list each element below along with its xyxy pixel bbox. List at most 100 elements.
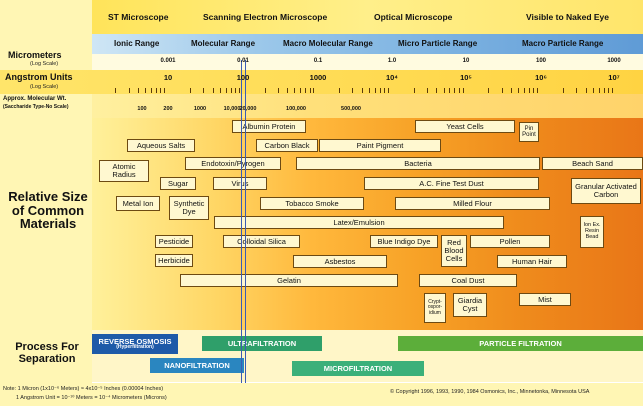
angstrom-minor-tick [225, 88, 227, 93]
angstrom-minor-tick [510, 88, 512, 93]
angstrom-minor-tick [294, 88, 296, 93]
beach-sand: Beach Sand [542, 157, 643, 170]
tobacco-smoke: Tobacco Smoke [260, 197, 364, 210]
angstrom-minor-tick [524, 88, 526, 93]
angstrom-minor-tick [309, 88, 311, 93]
angstrom-minor-tick [219, 88, 221, 93]
metal-ion: Metal Ion [116, 196, 160, 211]
nanofiltration-bar: NANOFILTRATION [150, 358, 244, 373]
angstrom-minor-tick [264, 88, 266, 93]
angstrom-minor-tick [128, 88, 130, 93]
angstrom-minor-tick [164, 88, 166, 93]
angstrom-minor-tick [190, 88, 192, 93]
asbestos: Asbestos [293, 255, 387, 268]
micrometer-tick: 1.0 [387, 58, 397, 64]
pollen: Pollen [470, 235, 550, 248]
angstrom-minor-tick [339, 88, 341, 93]
herbicide: Herbicide [155, 254, 193, 267]
range-band [92, 34, 643, 54]
aqueous-salts: Aqueous Salts [127, 139, 195, 152]
footer-note-2: 1 Angstrom Unit = 10⁻¹⁰ Meters = 10⁻⁴ Mi… [16, 395, 167, 401]
micrometer-tick: 0.01 [237, 58, 249, 64]
micrometers-scale: (Log Scale) [30, 61, 59, 67]
mist: Mist [519, 293, 571, 306]
angstrom-minor-tick [462, 88, 464, 93]
angstrom-minor-tick [603, 88, 605, 93]
ionic-range: Ionic Range [114, 39, 160, 48]
endotoxin-pyrogen: Endotoxin/Pyrogen [185, 157, 281, 170]
guide-line-2 [245, 60, 246, 386]
reverse-osmosis-label: REVERSE OSMOSIS [98, 336, 172, 346]
molwt-tick: 1000 [193, 106, 207, 112]
angstrom-minor-tick [387, 88, 389, 93]
angstrom-minor-tick [488, 88, 490, 93]
angstrom-minor-tick [413, 88, 415, 93]
angstrom-minor-tick [501, 88, 503, 93]
angstrom-minor-tick [458, 88, 460, 93]
angstrom-minor-tick [529, 88, 531, 93]
colloidal-silica: Colloidal Silica [223, 235, 300, 248]
angstrom-minor-tick [454, 88, 456, 93]
angstrom-tick: 10⁴ [385, 73, 399, 82]
angstrom-row [0, 70, 643, 94]
ion-ex-resin-bead: Ion Ex. Resin Bead [580, 216, 604, 248]
micrometers-label: Micrometers [8, 50, 62, 60]
angstrom-minor-tick [607, 88, 609, 93]
copyright: © Copyright 1996, 1993, 1990, 1984 Osmon… [390, 389, 590, 395]
angstrom-minor-tick [313, 88, 315, 93]
ac-fine-test-dust: A.C. Fine Test Dust [364, 177, 539, 190]
angstrom-minor-tick [115, 88, 117, 93]
angstrom-minor-tick [277, 88, 279, 93]
cryptosporidium: Crypt-ospor-idium [424, 293, 446, 323]
human-hair: Human Hair [497, 255, 567, 268]
angstrom-minor-tick [230, 88, 232, 93]
blue-indigo-dye: Blue Indigo Dye [370, 235, 438, 248]
molwt-tick: 100 [137, 106, 147, 112]
molwt-tick: 100,000 [286, 106, 306, 112]
molwt-label: Approx. Molecular Wt. [3, 96, 67, 102]
hyperfiltration-label: (Hyperfiltration) [116, 344, 154, 351]
angstrom-minor-tick [611, 88, 613, 93]
angstrom-minor-tick [137, 88, 139, 93]
angstrom-minor-tick [212, 88, 214, 93]
reverse-osmosis-bar: REVERSE OSMOSIS (Hyperfiltration) [92, 334, 178, 354]
red-blood-cells: Red Blood Cells [441, 235, 467, 267]
angstrom-minor-tick [384, 88, 386, 93]
angstrom-minor-tick [305, 88, 307, 93]
molwt-tick: 200 [163, 106, 173, 112]
left-column [0, 0, 92, 406]
stm-label: ST Microscope [108, 12, 169, 22]
angstrom-minor-tick [234, 88, 236, 93]
molwt-tick: 500,000 [341, 106, 361, 112]
molecular-range: Molecular Range [191, 39, 256, 48]
angstrom-minor-tick [352, 88, 354, 93]
guide-line-1 [241, 60, 242, 386]
process-label: Process For Separation [15, 341, 79, 366]
angstrom-minor-tick [145, 88, 147, 93]
microfiltration-bar: MICROFILTRATION [292, 361, 424, 376]
angstrom-minor-tick [374, 88, 376, 93]
optical-label: Optical Microscope [374, 12, 453, 22]
angstrom-minor-tick [287, 88, 289, 93]
micrometer-tick: 100 [535, 58, 547, 64]
micrometer-tick: 0.001 [160, 58, 176, 64]
angstrom-minor-tick [563, 88, 565, 93]
bacteria: Bacteria [296, 157, 540, 170]
pesticide: Pesticide [155, 235, 193, 248]
angstrom-minor-tick [533, 88, 535, 93]
giardia-cyst: Giardia Cyst [453, 293, 487, 317]
milled-flour: Milled Flour [395, 197, 550, 210]
molwt-tick: 10,000 [223, 106, 241, 112]
synthetic-dye: Synthetic Dye [169, 196, 209, 220]
pin-point: Pin Point [519, 122, 539, 142]
angstrom-minor-tick [576, 88, 578, 93]
angstrom-tick: 100 [236, 73, 250, 82]
carbon-black: Carbon Black [256, 139, 318, 152]
angstrom-minor-tick [443, 88, 445, 93]
sugar: Sugar [160, 177, 196, 190]
angstrom-minor-tick [426, 88, 428, 93]
angstrom-minor-tick [585, 88, 587, 93]
angstrom-scale: (Log Scale) [30, 84, 59, 90]
relative-size-label: Relative Size of Common Materials [8, 189, 88, 232]
angstrom-minor-tick [518, 88, 520, 93]
